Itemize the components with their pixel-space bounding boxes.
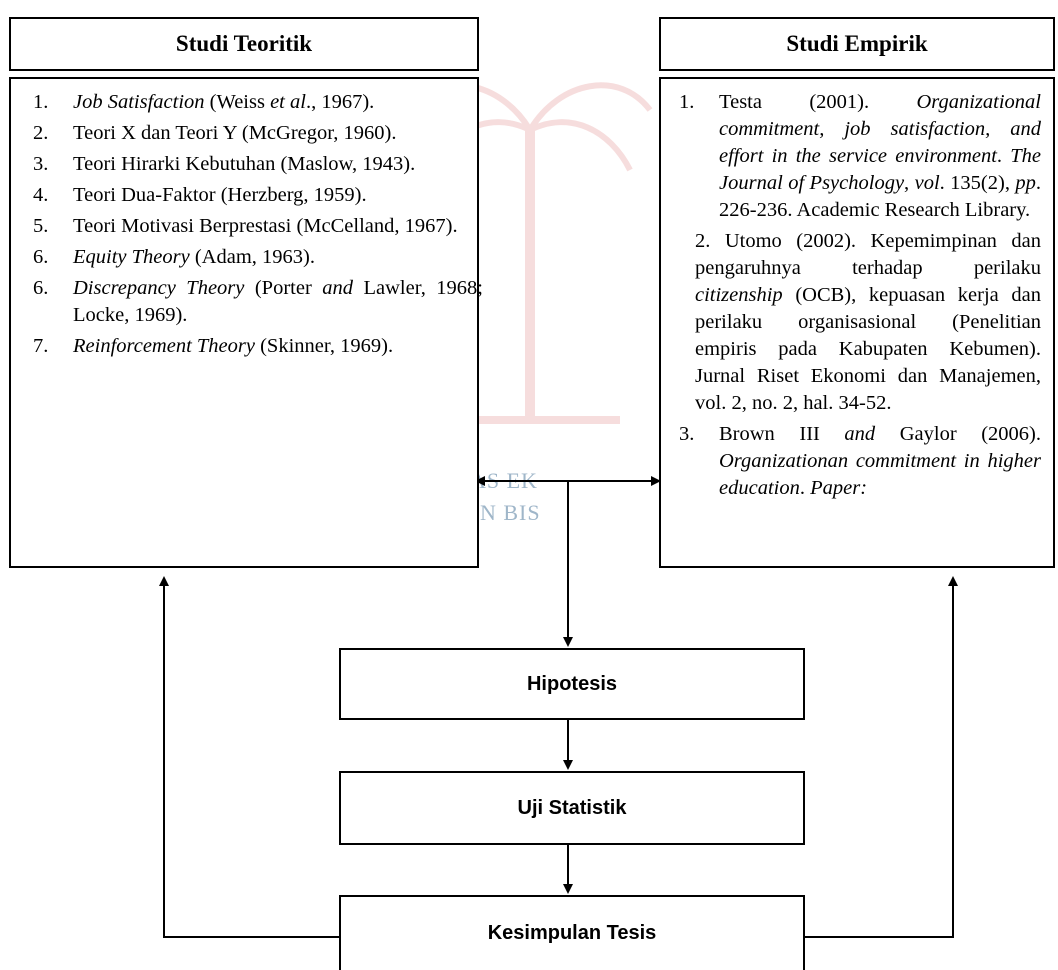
item-text-part: The Journal of Psychology (719, 145, 1041, 194)
item-text-part: Discrepancy Theory (73, 277, 245, 299)
kesimpulan-box: Kesimpulan Tesis (339, 895, 805, 970)
item-text-part: and (844, 423, 876, 445)
item-text-part: Teori Hirarki Kebutuhan (Maslow, 1943). (73, 153, 416, 175)
theory-item: 5. Teori Motivasi Berprestasi (McCelland,… (33, 213, 483, 240)
item-text-part: Brown III (719, 423, 845, 445)
item-text-part: , (904, 172, 915, 194)
item-text-part: Teori X dan Teori Y (McGregor, 1960). (73, 122, 397, 144)
watermark-text-2: N BIS (480, 500, 541, 525)
item-text-part: Organizational commitment, job satisfact… (719, 91, 1041, 167)
empirical-item: 3. Brown III and Gaylor (2006). Organizat… (679, 421, 1041, 502)
item-number: 7. (33, 335, 49, 357)
item-text-part: Job Satisfaction (73, 91, 205, 113)
hipotesis-box: Hipotesis (339, 648, 805, 720)
item-text-part: (Weiss (204, 91, 271, 113)
item-number: 5. (33, 215, 49, 237)
right-body: 1. Testa (2001). Organizational commitmen… (659, 77, 1055, 568)
item-number: 3. (33, 153, 49, 175)
item-text-part: . 135(2), (939, 172, 1016, 194)
feedback-right (805, 576, 958, 938)
theory-item: 4. Teori Dua-Faktor (Herzberg, 1959). (33, 182, 483, 209)
item-number: 1. (679, 91, 695, 113)
theory-item: 3. Teori Hirarki Kebutuhan (Maslow, 1943)… (33, 151, 483, 178)
item-text-part: . (799, 477, 811, 499)
item-number: 1. (33, 91, 49, 113)
left-title: Studi Teoritik (175, 31, 313, 56)
item-text-part: Teori Motivasi Berprestasi (McCelland, 1… (73, 215, 458, 237)
item-text-part: ., 1967). (305, 91, 375, 113)
theory-item: 6. Discrepancy Theory (Porter and Lawler,… (33, 275, 483, 329)
item-text-part: et al (270, 91, 306, 113)
kesimpulan-label: Kesimpulan Tesis (487, 922, 657, 944)
item-text-part: (Skinner, 1969). (254, 335, 394, 357)
uji-statistik-label: Uji Statistik (517, 796, 627, 819)
item-number: 4. (33, 184, 49, 206)
empirical-item: 2. Utomo (2002). Kepemimpinan dan pengar… (679, 228, 1041, 417)
item-text-part: (Porter (244, 277, 323, 299)
item-text-part: Utomo (2002). Kepemimpinan dan pengaruhn… (695, 230, 1041, 279)
item-text-part: citizenship (695, 284, 783, 306)
theory-item: 7. Reinforcement Theory (Skinner, 1969). (33, 333, 483, 360)
item-text-part: (OCB), kepuasan kerja dan perilaku organ… (695, 284, 1041, 414)
item-text-part: Testa (2001). (719, 91, 917, 113)
hipotesis-label: Hipotesis (526, 672, 618, 695)
right-title: Studi Empirik (786, 31, 928, 56)
item-number: 6. (33, 246, 49, 268)
item-text-part: pp (1015, 172, 1036, 194)
uji-statistik-box: Uji Statistik (339, 771, 805, 845)
item-number: 6. (33, 277, 49, 299)
theory-item: 2. Teori X dan Teori Y (McGregor, 1960). (33, 120, 483, 147)
item-text-part: Lawler, 1968; Locke, 1969). (73, 277, 483, 326)
theory-list: 1. Job Satisfaction (Weiss et al., 1967).… (33, 89, 483, 364)
left-body: 1. Job Satisfaction (Weiss et al., 1967).… (9, 77, 483, 568)
item-text-part: Reinforcement Theory (73, 335, 255, 357)
item-text-part: Paper: (810, 477, 868, 499)
item-text-part: . 226-236. Academic Research Library. (719, 172, 1042, 221)
theory-item: 1. Job Satisfaction (Weiss et al., 1967). (33, 89, 483, 116)
item-text-part: Teori Dua-Faktor (Herzberg, 1959). (73, 184, 367, 206)
item-number: 3. (679, 423, 695, 445)
item-text-part: Organizationan commitment in higher educ… (719, 450, 1041, 499)
item-number: 2. (33, 122, 49, 144)
item-text-part: (Adam, 1963). (189, 246, 315, 268)
item-text-part: and (322, 277, 354, 299)
feedback-left (159, 576, 339, 938)
theory-item: 6. Equity Theory (Adam, 1963). (33, 244, 483, 271)
item-text-part: Equity Theory (73, 246, 190, 268)
item-number: 2. (695, 230, 711, 252)
item-text-part: vol (914, 172, 940, 194)
item-text-part: . (996, 145, 1011, 167)
item-text-part: Gaylor (2006). (875, 423, 1041, 445)
left-header: Studi Teoritik (9, 17, 479, 71)
empirical-item: 1. Testa (2001). Organizational commitmen… (679, 89, 1041, 224)
right-header: Studi Empirik (659, 17, 1055, 71)
empirical-list: 1. Testa (2001). Organizational commitmen… (679, 89, 1041, 506)
